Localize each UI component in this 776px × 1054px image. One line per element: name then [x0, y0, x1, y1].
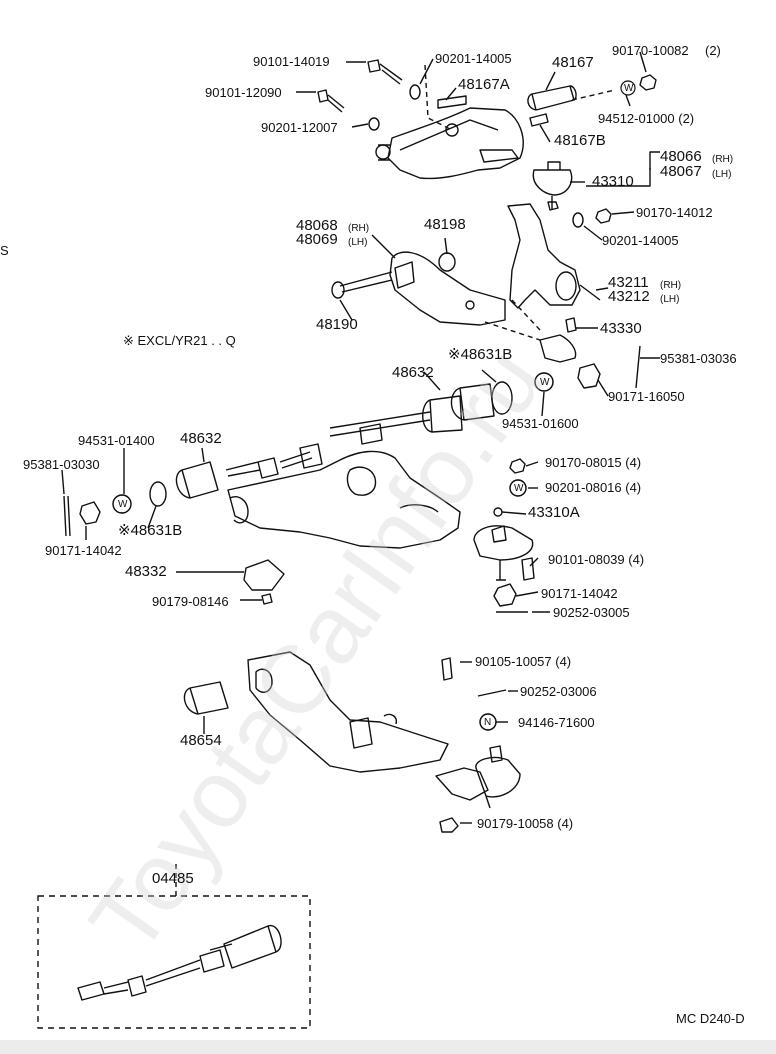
- label-rh: (RH): [348, 223, 370, 234]
- label-94146-71600: 94146-71600: [518, 715, 595, 730]
- label-90171-14042-right: 90171-14042: [541, 586, 618, 601]
- label-lh: (LH): [348, 237, 368, 248]
- label-lh: (LH): [660, 294, 680, 305]
- label-95381-03030: 95381-03030: [23, 457, 100, 472]
- label-48631B-left: ※48631B: [118, 522, 183, 539]
- label-90252-03005: 90252-03005: [553, 605, 630, 620]
- label-90101-08039: 90101-08039 (4): [548, 552, 645, 567]
- label-90170-08015: 90170-08015 (4): [545, 455, 642, 470]
- lower-arm-bottom: [247, 651, 449, 773]
- ball-joint-43310: [532, 161, 573, 210]
- upper-control-arm: [387, 107, 524, 180]
- label-48190: 48190: [316, 316, 358, 333]
- label-90171-14042-left: 90171-14042: [45, 543, 122, 558]
- label-90252-03006: 90252-03006: [520, 684, 597, 699]
- label-48067: 48067: [660, 163, 702, 180]
- label-94531-01400: 94531-01400: [78, 433, 155, 448]
- label-48167A: 48167A: [458, 76, 510, 93]
- label-48198: 48198: [424, 216, 466, 233]
- steering-knuckle-43211: [507, 203, 581, 309]
- label-43310: 43310: [592, 173, 634, 190]
- label-90105-10057: 90105-10057 (4): [475, 654, 572, 669]
- label-48068: 48068: [296, 217, 338, 234]
- label-90179-10058: 90179-10058 (4): [477, 816, 574, 831]
- note-excl: ※ EXCL/YR21 . . Q: [123, 333, 236, 348]
- washer-symbol: W: [514, 483, 524, 494]
- label-90201-08016: 90201-08016 (4): [545, 480, 642, 495]
- label-48632-left: 48632: [180, 430, 222, 447]
- diagram-code: MC D240-D: [676, 1011, 745, 1026]
- label-94512-01000: 94512-01000 (2): [598, 111, 695, 126]
- bushing-48654: [183, 681, 229, 715]
- bumper-48332: [243, 559, 285, 591]
- label-43330: 43330: [600, 320, 642, 337]
- label-90201-12007: 90201-12007: [261, 120, 338, 135]
- label-48167: 48167: [552, 54, 594, 71]
- bushing-48632: [450, 383, 495, 421]
- label-rh: (RH): [712, 154, 734, 165]
- label-43212: 43212: [608, 288, 650, 305]
- label-lh: (LH): [712, 169, 732, 180]
- label-48066: 48066: [660, 148, 702, 165]
- lower-arm-48068: [389, 251, 506, 326]
- margin-mark: S: [0, 243, 9, 258]
- ball-joint-43310A: [473, 525, 534, 561]
- label-95381-03036: 95381-03036: [660, 351, 737, 366]
- washer-symbol: W: [540, 377, 550, 388]
- label-94531-01600: 94531-01600: [502, 416, 579, 431]
- bottom-strip: [0, 1040, 776, 1054]
- label-48632: 48632: [392, 364, 434, 381]
- label-90101-12090: 90101-12090: [205, 85, 282, 100]
- lower-control-arm: [227, 450, 461, 549]
- label-90101-14019: 90101-14019: [253, 54, 330, 69]
- tie-rod-end-43330: [539, 317, 577, 363]
- label-04485: 04485: [152, 870, 194, 887]
- label-90179-08146: 90179-08146: [152, 594, 229, 609]
- part-48167: [527, 85, 577, 111]
- label-90170-10082-qty: (2): [705, 43, 721, 58]
- label-90170-10082: 90170-10082: [612, 43, 689, 58]
- label-43211: 43211: [608, 274, 649, 291]
- label-90201-14005: 90201-14005: [435, 51, 512, 66]
- label-rh: (RH): [660, 280, 682, 291]
- label-48167B: 48167B: [554, 132, 606, 149]
- label-90171-16050: 90171-16050: [608, 389, 685, 404]
- washer-symbol: W: [118, 499, 128, 510]
- nut-symbol: N: [484, 717, 492, 728]
- label-48654: 48654: [180, 732, 222, 749]
- washer-symbol: W: [624, 83, 634, 94]
- label-90170-14012: 90170-14012: [636, 205, 713, 220]
- bolt-90101-14019: [367, 59, 403, 85]
- label-48332: 48332: [125, 563, 167, 580]
- label-90201-14005b: 90201-14005: [602, 233, 679, 248]
- label-48631B: ※48631B: [448, 346, 513, 363]
- kit-04485-box: [37, 895, 311, 1029]
- label-48069: 48069: [296, 231, 338, 248]
- label-43310A: 43310A: [528, 504, 580, 521]
